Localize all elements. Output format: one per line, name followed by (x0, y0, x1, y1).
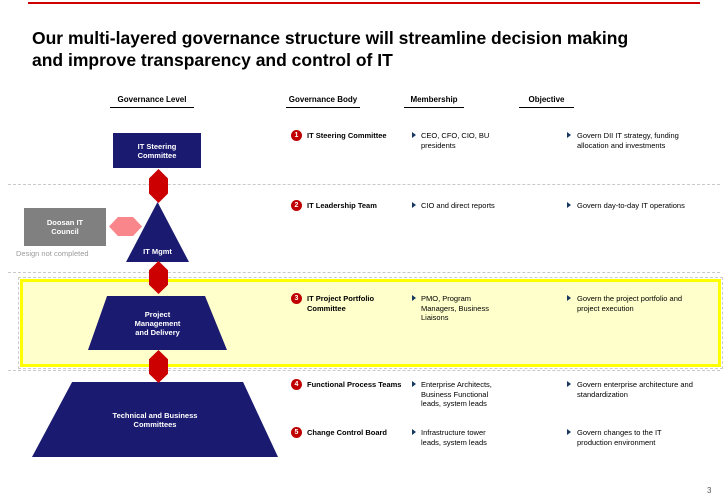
governance-body-label: Functional Process Teams (307, 380, 402, 389)
it-mgmt-label: IT Mgmt (143, 247, 172, 256)
bullet-icon (412, 295, 416, 301)
bullet-icon (567, 202, 571, 208)
row-number-badge: 2 (291, 200, 302, 211)
page-number: 3 (707, 486, 712, 495)
pyramid-level-project-management: Project Management and Delivery (88, 296, 227, 350)
steering-box-label: IT Steering Committee (137, 141, 177, 160)
objective-text: Govern DII IT strategy, funding allocati… (577, 131, 679, 150)
diamond-connector-icon (149, 169, 168, 203)
slide-title: Our multi-layered governance structure w… (32, 28, 629, 70)
row-number-badge: 3 (291, 293, 302, 304)
column-header-governance-level: Governance Level (110, 94, 194, 108)
membership-text: Enterprise Architects, Business Function… (421, 380, 492, 408)
objective-text: Govern day-to-day IT operations (577, 201, 685, 210)
column-header-governance-body: Governance Body (286, 94, 360, 108)
top-accent-rule (28, 2, 700, 4)
row-number-badge: 5 (291, 427, 302, 438)
objective-text: Govern enterprise architecture and stand… (577, 380, 693, 399)
pink-arrow-icon (109, 217, 142, 236)
membership-text: Infrastructure tower leads, system leads (421, 428, 487, 447)
bullet-icon (412, 381, 416, 387)
membership-text: PMO, Program Managers, Business Liaisons (421, 294, 489, 322)
diamond-connector-icon (149, 350, 168, 383)
governance-body-label: IT Steering Committee (307, 131, 387, 140)
dashed-separator-2 (8, 272, 720, 273)
row-number-badge: 4 (291, 379, 302, 390)
bullet-icon (567, 132, 571, 138)
diamond-connector-icon (149, 261, 168, 294)
objective-text: Govern changes to the IT production envi… (577, 428, 662, 447)
row-number-badge: 1 (291, 130, 302, 141)
membership-text: CIO and direct reports (421, 201, 495, 210)
pyramid-level-steering-committee: IT Steering Committee (113, 133, 201, 168)
objective-text: Govern the project portfolio and project… (577, 294, 683, 313)
pyramid-level-technical-committees: Technical and Business Committees (32, 382, 278, 457)
governance-body-label: IT Project Portfolio Committee (307, 294, 375, 313)
bullet-icon (412, 429, 416, 435)
column-header-membership: Membership (404, 94, 464, 108)
governance-body-label: IT Leadership Team (307, 201, 377, 210)
governance-body-label: Change Control Board (307, 428, 387, 437)
bullet-icon (567, 381, 571, 387)
column-header-objective: Objective (519, 94, 574, 108)
bullet-icon (412, 202, 416, 208)
bullet-icon (412, 132, 416, 138)
bullet-icon (567, 429, 571, 435)
membership-text: CEO, CFO, CIO, BU presidents (421, 131, 490, 150)
technical-committees-label: Technical and Business Committees (112, 410, 198, 429)
doosan-it-council-label: Doosan IT Council (46, 218, 84, 236)
design-not-completed-note: Design not completed (16, 249, 89, 258)
project-management-label: Project Management and Delivery (134, 309, 181, 337)
bullet-icon (567, 295, 571, 301)
doosan-it-council-box: Doosan IT Council (24, 208, 106, 246)
dashed-separator-1 (8, 184, 720, 185)
dashed-separator-3 (8, 370, 720, 371)
